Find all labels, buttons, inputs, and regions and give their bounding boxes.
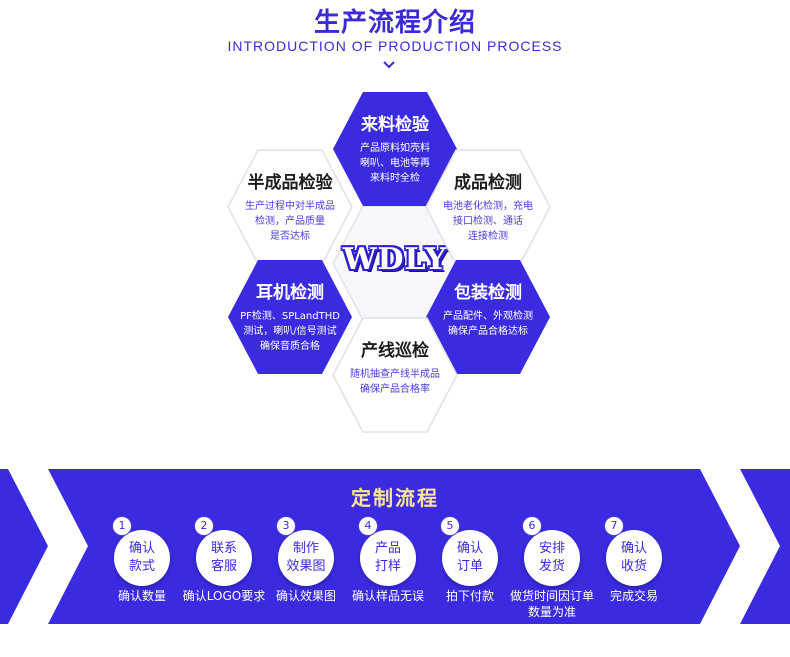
step-label: 打样: [374, 559, 401, 574]
step-label: 客服: [210, 559, 237, 574]
step-label: 发货: [538, 559, 565, 574]
step-caption: 确认数量: [87, 588, 197, 604]
step-number: 6: [522, 516, 542, 536]
flow-step: 确认订单 5: [436, 516, 502, 590]
caption-line: 数量为准: [527, 605, 576, 619]
hex-semi-finished-inspection: 半成品检验 生产过程中对半成品检测，产品质量是否达标: [226, 148, 354, 266]
caption-line: 拍下付款: [445, 589, 494, 603]
step-caption: 确认LOGO要求: [169, 588, 279, 604]
step-caption: 完成交易: [579, 588, 689, 604]
hex-desc-line: 是否达标: [270, 231, 310, 242]
step-number: 7: [604, 516, 624, 536]
step-label: 确认: [128, 541, 155, 556]
hex-line-patrol-inspection: 产线巡检 随机抽查产线半成品确保产品合格率: [331, 316, 459, 434]
hex-desc-line: 电池老化检测，充电: [443, 201, 533, 212]
hex-incoming-inspection: 来料检验 产品原料如壳料喇叭、电池等再来料时全检: [331, 90, 459, 208]
caption-line: 确认LOGO要求: [182, 589, 266, 603]
step-number: 4: [358, 516, 378, 536]
flow-step: 产品打样 4: [354, 516, 420, 590]
hex-finished-product-test: 成品检测 电池老化检测，充电接口检测、通话连接检测: [424, 148, 552, 266]
hex-title: 包装检测: [454, 283, 522, 303]
step-number: 2: [194, 516, 214, 536]
hex-desc-line: 确保音质合格: [260, 341, 320, 352]
hex-desc-line: 产品配件、外观检测: [443, 311, 533, 322]
step-label: 联系: [210, 541, 237, 556]
hex-desc-line: 检测，产品质量: [255, 216, 325, 227]
hex-title: 来料检验: [361, 115, 429, 135]
caption-line: 做货时间因订单: [509, 589, 594, 603]
caption-line: 确认效果图: [275, 589, 336, 603]
hex-title: 产线巡检: [361, 341, 429, 361]
step-label: 产品: [374, 541, 401, 556]
hex-title: 半成品检验: [247, 173, 333, 193]
step-number: 5: [440, 516, 460, 536]
hex-desc-line: 喇叭、电池等再: [360, 158, 430, 169]
hex-desc-line: 连接检测: [468, 231, 508, 242]
hex-desc-line: 接口检测、通话: [453, 216, 523, 227]
hex-title: 成品检测: [454, 173, 522, 193]
step-label: 安排: [538, 541, 565, 556]
step-label: 确认: [456, 541, 483, 556]
step-caption: 做货时间因订单数量为准: [497, 588, 607, 620]
step-label: 制作: [292, 541, 319, 556]
caption-line: 确认数量: [117, 589, 166, 603]
hex-desc-line: 产品原料如壳料: [360, 143, 430, 154]
page-subtitle: INTRODUCTION OF PRODUCTION PROCESS: [227, 38, 563, 54]
brand-logo: WDLY: [342, 242, 448, 277]
step-caption: 确认样品无误: [333, 588, 443, 604]
step-label: 确认: [620, 541, 647, 556]
step-number: 3: [276, 516, 296, 536]
hex-packaging-test: 包装检测 产品配件、外观检测确保产品合格达标: [424, 258, 552, 376]
chevron-down-icon: [383, 61, 395, 69]
hex-title: 耳机检测: [256, 283, 324, 303]
hex-desc-line: 来料时全检: [370, 173, 420, 184]
hex-desc-line: 测试，喇叭/信号测试: [243, 326, 337, 337]
page-title: 生产流程介绍: [313, 8, 476, 38]
hex-desc-line: 确保产品合格率: [360, 384, 430, 395]
step-label: 效果图: [286, 559, 326, 574]
flow-step: 联系客服 2: [190, 516, 256, 590]
flow-step: 安排发货 6: [518, 516, 584, 590]
step-caption: 拍下付款: [415, 588, 525, 604]
caption-line: 确认样品无误: [351, 589, 424, 603]
step-number: 1: [112, 516, 132, 536]
hex-desc-line: 生产过程中对半成品: [245, 201, 335, 212]
hex-desc-line: PF检测、SPLandTHD: [240, 311, 340, 322]
step-label: 款式: [128, 559, 155, 574]
flow-step: 制作效果图 3: [272, 516, 338, 590]
flow-step: 确认款式 1: [108, 516, 174, 590]
step-label: 收货: [620, 559, 647, 574]
flow-step: 确认收货 7: [600, 516, 666, 590]
caption-line: 完成交易: [609, 589, 658, 603]
hex-desc-line: 随机抽查产线半成品: [350, 369, 440, 380]
hex-earphone-test: 耳机检测 PF检测、SPLandTHD 测试，喇叭/信号测试确保音质合格: [226, 258, 354, 376]
hex-desc-line: 确保产品合格达标: [448, 326, 528, 337]
step-label: 订单: [456, 559, 483, 574]
custom-flow-title: 定制流程: [351, 486, 439, 510]
step-caption: 确认效果图: [251, 588, 361, 604]
